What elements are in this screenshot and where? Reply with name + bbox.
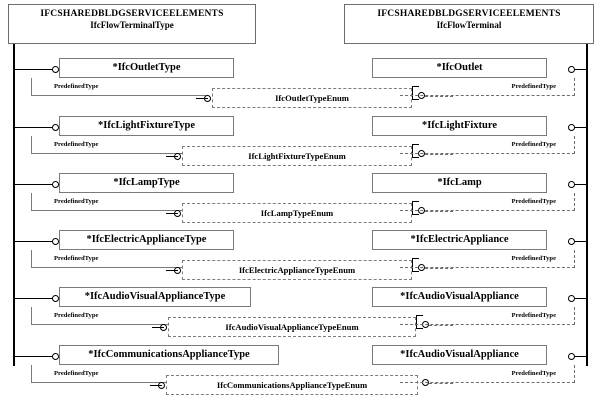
entity-title-left-6: *IfcCommunicationsApplianceType xyxy=(59,345,279,365)
subtype-dot-left-3 xyxy=(52,180,59,188)
entity-attribute-left-4: PredefinedType xyxy=(31,250,206,268)
entity-attribute-right-5: PredefinedType xyxy=(400,307,575,325)
branch-right-6 xyxy=(574,356,587,357)
branch-right-2 xyxy=(574,127,587,128)
entity-attribute-left-1: PredefinedType xyxy=(31,78,206,96)
enum-bracket-3 xyxy=(412,201,419,215)
package-box-left: IFCSHAREDBLDGSERVICEELEMENTS IfcFlowTerm… xyxy=(8,4,256,44)
package-name-left: IFCSHAREDBLDGSERVICEELEMENTS xyxy=(40,9,224,19)
entity-right-6[interactable]: *IfcAudioVisualAppliance PredefinedType xyxy=(372,345,575,383)
branch-right-3 xyxy=(574,184,587,185)
subtype-dot-left-4 xyxy=(52,237,59,245)
package-name-right: IFCSHAREDBLDGSERVICEELEMENTS xyxy=(377,9,561,19)
entity-title-left-3: *IfcLampType xyxy=(59,173,234,193)
entity-title-right-3: *IfcLamp xyxy=(372,173,547,193)
entity-right-4[interactable]: *IfcElectricAppliance PredefinedType xyxy=(372,230,575,268)
entity-left-3[interactable]: *IfcLampType PredefinedType xyxy=(31,173,234,211)
entity-title-left-2: *IfcLightFixtureType xyxy=(59,116,234,136)
entity-left-5[interactable]: *IfcAudioVisualApplianceType PredefinedT… xyxy=(31,287,251,325)
subtype-dot-left-1 xyxy=(52,65,59,73)
entity-right-5[interactable]: *IfcAudioVisualAppliance PredefinedType xyxy=(372,287,575,325)
package-box-right: IFCSHAREDBLDGSERVICEELEMENTS IfcFlowTerm… xyxy=(344,4,594,44)
enum-box-6[interactable]: IfcCommunicationsApplianceTypeEnum xyxy=(166,375,418,395)
supertype-trunk-right xyxy=(586,44,588,366)
attr-link-right-2 xyxy=(425,153,453,155)
entity-left-1[interactable]: *IfcOutletType PredefinedType xyxy=(31,58,234,96)
branch-left-1 xyxy=(14,69,56,70)
branch-right-4 xyxy=(574,241,587,242)
entity-attribute-right-6: PredefinedType xyxy=(400,365,575,383)
package-entity-left: IfcFlowTerminalType xyxy=(90,20,174,31)
subtype-dot-left-6 xyxy=(52,352,59,360)
branch-left-5 xyxy=(14,298,56,299)
entity-right-2[interactable]: *IfcLightFixture PredefinedType xyxy=(372,116,575,154)
entity-attribute-right-4: PredefinedType xyxy=(400,250,575,268)
entity-right-1[interactable]: *IfcOutlet PredefinedType xyxy=(372,58,575,96)
attr-link-left-4 xyxy=(166,270,178,271)
subtype-dot-left-2 xyxy=(52,123,59,131)
enum-box-5[interactable]: IfcAudioVisualApplianceTypeEnum xyxy=(168,317,416,337)
enum-box-4[interactable]: IfcElectricApplianceTypeEnum xyxy=(182,260,412,280)
entity-title-left-4: *IfcElectricApplianceType xyxy=(59,230,234,250)
subtype-dot-left-5 xyxy=(52,294,59,302)
attr-link-left-2 xyxy=(166,156,178,157)
enum-bracket-2 xyxy=(412,144,419,158)
entity-title-right-4: *IfcElectricAppliance xyxy=(372,230,547,250)
entity-attribute-left-6: PredefinedType xyxy=(31,365,181,383)
entity-left-2[interactable]: *IfcLightFixtureType PredefinedType xyxy=(31,116,234,154)
entity-title-right-1: *IfcOutlet xyxy=(372,58,547,78)
attr-link-left-3 xyxy=(166,213,178,214)
entity-left-6[interactable]: *IfcCommunicationsApplianceType Predefin… xyxy=(31,345,279,383)
entity-attribute-right-2: PredefinedType xyxy=(400,136,575,154)
entity-attribute-left-3: PredefinedType xyxy=(31,193,206,211)
branch-left-2 xyxy=(14,127,56,128)
attr-link-right-6 xyxy=(429,382,453,384)
enum-box-3[interactable]: IfcLampTypeEnum xyxy=(182,203,412,223)
attr-link-right-3 xyxy=(425,210,453,212)
branch-left-3 xyxy=(14,184,56,185)
branch-right-5 xyxy=(574,298,587,299)
attr-link-right-5 xyxy=(429,324,453,326)
package-entity-right: IfcFlowTerminal xyxy=(436,20,502,31)
entity-attribute-left-2: PredefinedType xyxy=(31,136,206,154)
entity-title-left-1: *IfcOutletType xyxy=(59,58,234,78)
supertype-trunk-left xyxy=(13,44,15,366)
entity-title-left-5: *IfcAudioVisualApplianceType xyxy=(59,287,251,307)
entity-attribute-right-1: PredefinedType xyxy=(400,78,575,96)
entity-right-3[interactable]: *IfcLamp PredefinedType xyxy=(372,173,575,211)
entity-title-right-2: *IfcLightFixture xyxy=(372,116,547,136)
entity-title-right-5: *IfcAudioVisualAppliance xyxy=(372,287,547,307)
enum-bracket-1 xyxy=(412,86,419,100)
entity-attribute-right-3: PredefinedType xyxy=(400,193,575,211)
attr-link-left-1 xyxy=(196,98,208,99)
branch-left-4 xyxy=(14,241,56,242)
branch-left-6 xyxy=(14,356,56,357)
entity-attribute-left-5: PredefinedType xyxy=(31,307,191,325)
attr-link-right-4 xyxy=(425,267,453,269)
attr-link-left-6 xyxy=(150,385,162,386)
attr-link-left-5 xyxy=(152,327,164,328)
enum-box-2[interactable]: IfcLightFixtureTypeEnum xyxy=(182,146,412,166)
attr-link-right-1 xyxy=(425,95,453,97)
branch-right-1 xyxy=(574,69,587,70)
enum-box-1[interactable]: IfcOutletTypeEnum xyxy=(212,88,412,108)
enum-bracket-5 xyxy=(416,315,423,329)
enum-bracket-4 xyxy=(412,258,419,272)
entity-left-4[interactable]: *IfcElectricApplianceType PredefinedType xyxy=(31,230,234,268)
entity-title-right-6: *IfcAudioVisualAppliance xyxy=(372,345,547,365)
